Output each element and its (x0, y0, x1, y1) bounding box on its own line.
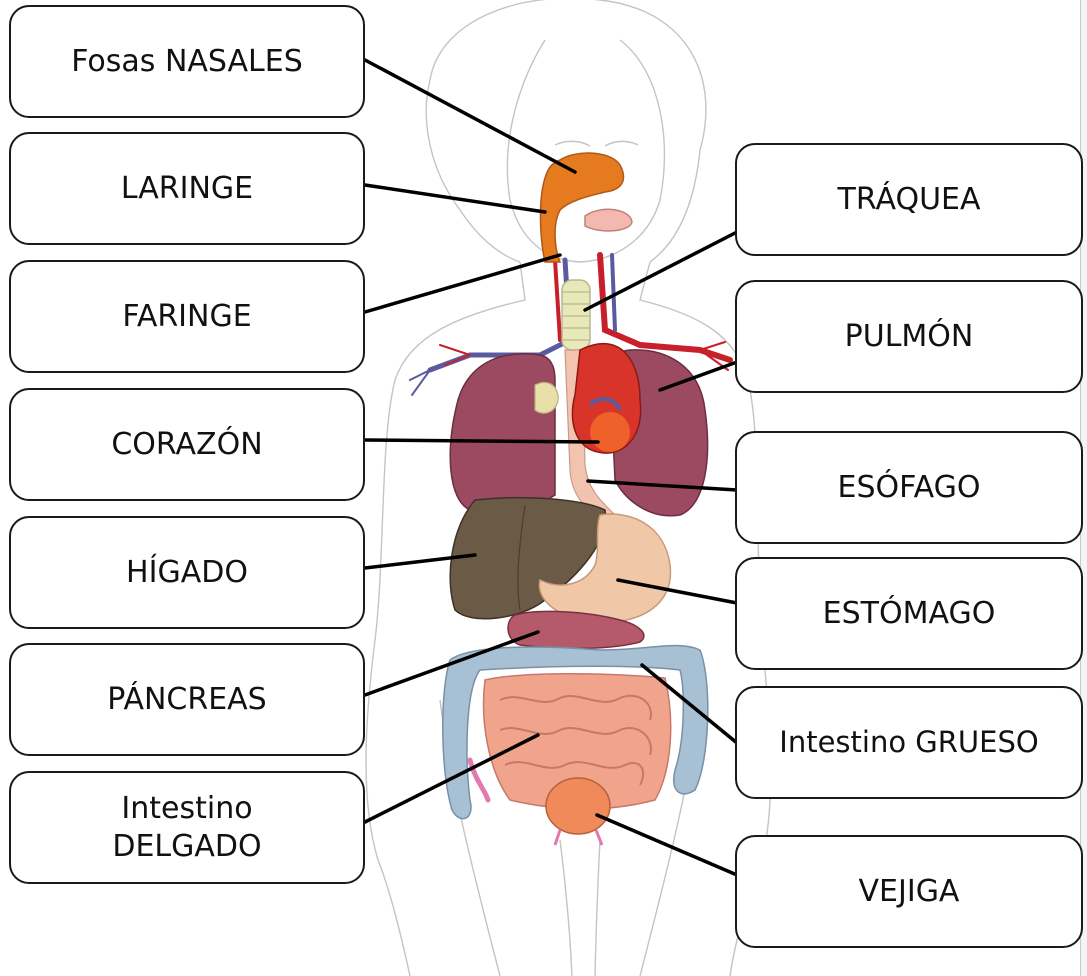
line-traquea (585, 232, 737, 310)
nasal-cavity-shape (540, 153, 623, 262)
label-vejiga: VEJIGA (735, 835, 1083, 948)
label-intestino-delgado: Intestino DELGADO (9, 771, 365, 884)
tongue-shape (585, 209, 632, 231)
label-fosas-nasales: Fosas NASALES (9, 5, 365, 118)
label-traquea: TRÁQUEA (735, 143, 1083, 256)
label-corazon: CORAZÓN (9, 388, 365, 501)
label-faringe: FARINGE (9, 260, 365, 373)
label-esofago: ESÓFAGO (735, 431, 1083, 544)
label-pancreas: PÁNCREAS (9, 643, 365, 756)
label-laringe: LARINGE (9, 132, 365, 245)
label-pulmon: PULMÓN (735, 280, 1083, 393)
label-estomago: ESTÓMAGO (735, 557, 1083, 670)
left-lung-shape (450, 354, 555, 513)
heart-shape (572, 344, 640, 453)
label-intestino-grueso: Intestino GRUESO (735, 686, 1083, 799)
line-corazon (365, 440, 598, 442)
line-faringe (365, 255, 560, 312)
line-vejiga (597, 815, 737, 875)
line-laringe (365, 185, 545, 212)
bladder-shape (546, 778, 610, 845)
bronchi-shape (535, 382, 558, 413)
line-fosas-nasales (365, 60, 575, 172)
trachea-shape (562, 280, 590, 350)
label-higado: HÍGADO (9, 516, 365, 629)
